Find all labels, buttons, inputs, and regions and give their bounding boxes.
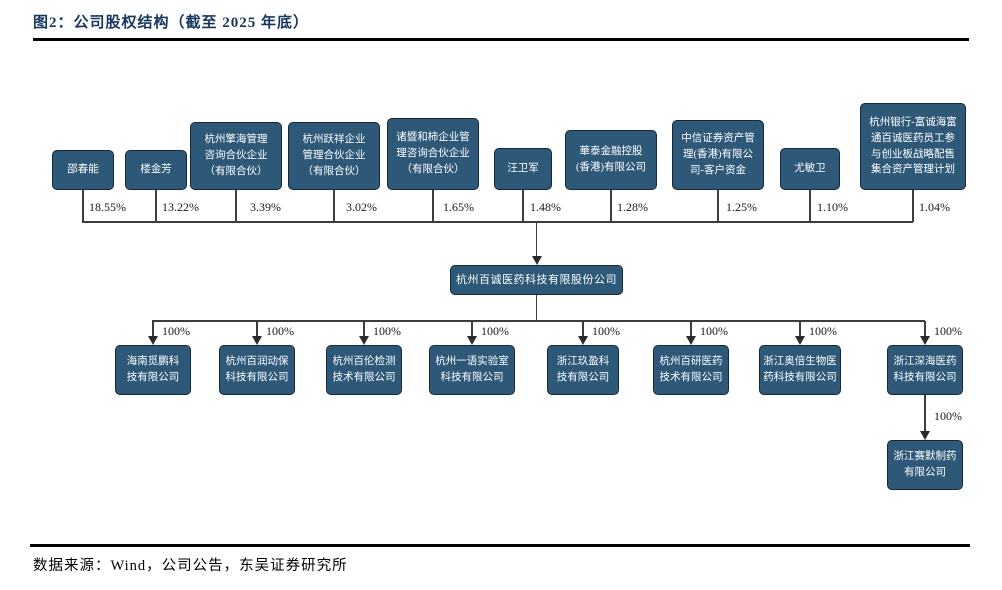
subsidiary-name: 杭州百润动保 科技有限公司 <box>225 356 289 383</box>
shareholder-name: 華泰金融控股 (香港)有限公司 <box>576 146 646 173</box>
connector-line <box>333 190 335 222</box>
connector-line <box>924 321 926 337</box>
grandchild-box: 浙江赛默制药 有限公司 <box>887 440 963 490</box>
parent-company-box: 杭州百诚医药科技有限股份公司 <box>450 265 623 295</box>
arrow-down-icon <box>920 431 930 440</box>
arrow-down-icon <box>467 336 477 345</box>
ownership-percent: 3.39% <box>250 200 281 214</box>
arrow-down-icon <box>686 336 696 345</box>
connector-line <box>535 295 538 321</box>
figure-title: 图2：公司股权结构（截至 2025 年底） <box>33 15 310 31</box>
shareholder-name: 邵春能 <box>67 164 99 176</box>
ownership-percent: 1.10% <box>817 200 848 214</box>
connector-line <box>809 190 811 222</box>
connector-line <box>363 321 365 337</box>
connector-line <box>799 321 801 337</box>
connector-line <box>610 190 612 222</box>
connector-line <box>256 321 258 337</box>
ownership-percent: 1.65% <box>443 200 474 214</box>
subsidiary-name: 浙江玖盈科 技有限公司 <box>556 356 610 383</box>
shareholder-name: 楼金芳 <box>140 164 172 176</box>
subsidiary-box-4: 杭州一语实验室 科技有限公司 <box>429 345 515 395</box>
ownership-percent: 18.55% <box>89 200 126 214</box>
ownership-percent: 1.25% <box>726 200 757 214</box>
shareholder-box-1: 邵春能 <box>52 150 114 190</box>
shareholder-box-7: 華泰金融控股 (香港)有限公司 <box>565 130 657 190</box>
connector-line <box>717 190 719 222</box>
connector-line <box>82 221 914 223</box>
arrow-down-icon <box>148 336 158 345</box>
shareholder-box-9: 尤敏卫 <box>780 148 840 190</box>
shareholder-name: 中信证券资产管 理(香港)有限公 司-客户资金 <box>681 133 755 176</box>
ownership-percent: 100% <box>373 324 401 338</box>
subsidiary-box-1: 海南觅鹏科 技有限公司 <box>115 345 191 395</box>
ownership-percent: 13.22% <box>162 200 199 214</box>
shareholder-name: 杭州擎海管理 咨询合伙企业 （有限合伙） <box>204 134 268 177</box>
shareholder-box-10: 杭州银行-富诚海富 通百诚医药员工参 与创业板战略配售 集合资产管理计划 <box>860 103 966 190</box>
subsidiary-box-7: 浙江奥倍生物医 药科技有限公司 <box>759 345 841 395</box>
ownership-percent: 100% <box>809 324 837 338</box>
subsidiary-box-5: 浙江玖盈科 技有限公司 <box>547 345 619 395</box>
arrow-down-icon <box>578 336 588 345</box>
shareholder-name: 杭州银行-富诚海富 通百诚医药员工参 与创业板战略配售 集合资产管理计划 <box>869 117 957 176</box>
ownership-percent: 100% <box>934 324 962 338</box>
ownership-percent: 100% <box>700 324 728 338</box>
connector-line <box>690 321 692 337</box>
shareholder-name: 尤敏卫 <box>794 163 826 175</box>
shareholder-name: 杭州跃祥企业 管理合伙企业 （有限合伙） <box>302 134 366 177</box>
connector-line <box>432 190 434 222</box>
subsidiary-name: 浙江奥倍生物医 药科技有限公司 <box>763 356 837 383</box>
footer-divider <box>30 544 970 547</box>
subsidiary-box-8: 浙江深海医药 科技有限公司 <box>887 345 963 395</box>
ownership-percent: 100% <box>266 324 294 338</box>
connector-line <box>152 320 926 322</box>
title-divider <box>33 38 969 41</box>
subsidiary-name: 浙江深海医药 科技有限公司 <box>893 356 957 383</box>
ownership-percent: 100% <box>481 324 509 338</box>
subsidiary-box-3: 杭州百伦检测 技术有限公司 <box>326 345 402 395</box>
grandchild-name: 浙江赛默制药 有限公司 <box>893 451 957 478</box>
shareholder-box-3: 杭州擎海管理 咨询合伙企业 （有限合伙） <box>190 122 282 190</box>
ownership-percent: 3.02% <box>346 200 377 214</box>
source-note: 数据来源：Wind，公司公告，东吴证券研究所 <box>33 558 348 574</box>
shareholder-name: 诸暨和柿企业管 理咨询合伙企业 （有限合伙） <box>396 132 470 175</box>
subsidiary-name: 海南觅鹏科 技有限公司 <box>126 356 180 383</box>
arrow-down-icon <box>920 336 930 345</box>
shareholder-box-8: 中信证券资产管 理(香港)有限公 司-客户资金 <box>672 120 764 190</box>
shareholder-box-5: 诸暨和柿企业管 理咨询合伙企业 （有限合伙） <box>387 118 479 190</box>
connector-line <box>582 321 584 337</box>
shareholder-box-4: 杭州跃祥企业 管理合伙企业 （有限合伙） <box>288 122 380 190</box>
arrow-down-icon <box>252 336 262 345</box>
connector-line <box>155 190 157 222</box>
subsidiary-name: 杭州一语实验室 科技有限公司 <box>435 356 509 383</box>
connector-line <box>924 395 926 433</box>
arrow-down-icon <box>531 256 542 265</box>
connector-line <box>235 190 237 222</box>
arrow-down-icon <box>795 336 805 345</box>
ownership-percent: 100% <box>934 409 962 423</box>
ownership-percent: 100% <box>592 324 620 338</box>
shareholder-box-2: 楼金芳 <box>125 150 187 190</box>
subsidiary-name: 杭州百研医药 技术有限公司 <box>659 356 723 383</box>
ownership-percent: 100% <box>162 324 190 338</box>
arrow-down-icon <box>359 336 369 345</box>
ownership-percent: 1.48% <box>530 200 561 214</box>
connector-line <box>152 321 154 337</box>
subsidiary-name: 杭州百伦检测 技术有限公司 <box>332 356 396 383</box>
subsidiary-box-6: 杭州百研医药 技术有限公司 <box>653 345 729 395</box>
connector-line <box>912 190 914 222</box>
connector-line <box>535 222 538 257</box>
shareholder-name: 汪卫军 <box>507 163 539 175</box>
subsidiary-box-2: 杭州百润动保 科技有限公司 <box>219 345 295 395</box>
parent-company-name: 杭州百诚医药科技有限股份公司 <box>456 273 617 286</box>
connector-line <box>82 190 84 222</box>
ownership-percent: 1.04% <box>919 200 950 214</box>
connector-line <box>471 321 473 337</box>
ownership-percent: 1.28% <box>617 200 648 214</box>
shareholder-box-6: 汪卫军 <box>494 148 552 190</box>
connector-line <box>522 190 524 222</box>
